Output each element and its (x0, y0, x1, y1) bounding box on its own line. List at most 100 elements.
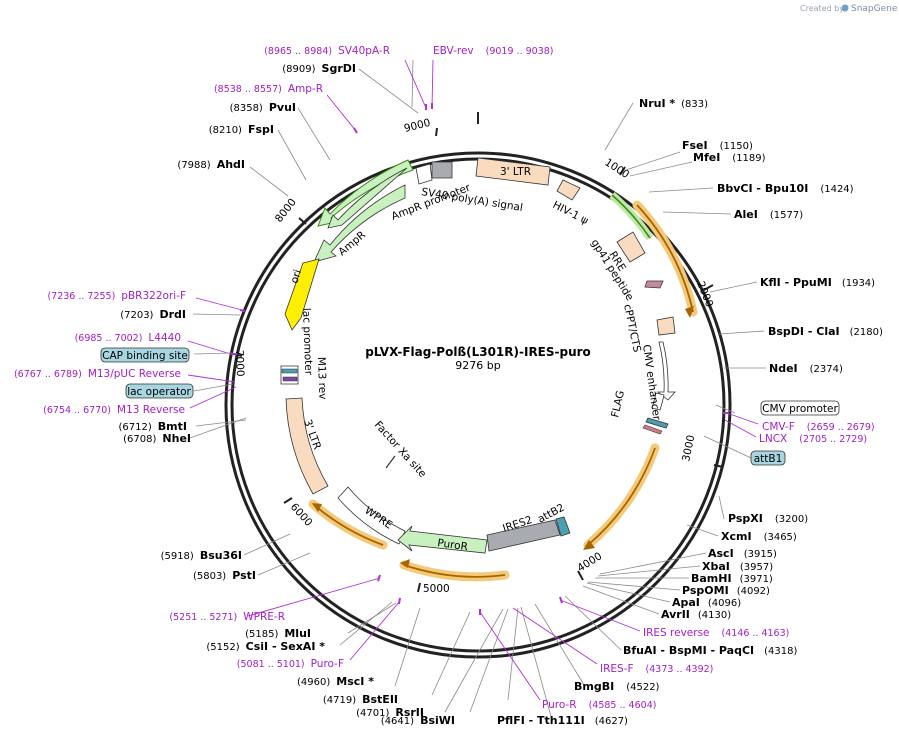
enzyme-labels: NruI *(833) FseI(1150) MfeI(1189) BbvCI … (497, 97, 883, 727)
snapgene-logo-icon (841, 4, 849, 12)
label-lac-promoter: lac promoter (300, 308, 314, 376)
label-m13-rev: M13 rev (315, 357, 328, 400)
svg-text:MfeI(1189): MfeI(1189) (693, 151, 766, 164)
plasmid-length: 9276 bp (455, 359, 500, 372)
svg-text:(7203)DrdI: (7203)DrdI (120, 308, 186, 321)
svg-text:(5918)Bsu36I: (5918)Bsu36I (161, 549, 242, 562)
svg-text:NruI *(833): NruI *(833) (639, 97, 708, 110)
svg-text:BamHI(3971): BamHI(3971) (691, 572, 773, 585)
svg-text:(6754 .. 6770)M13 Reverse: (6754 .. 6770)M13 Reverse (43, 404, 185, 416)
boxed-labels: CAP binding site lac operator CMV promot… (100, 347, 840, 466)
svg-text:IRES reverse(4146 .. 4163): IRES reverse(4146 .. 4163) (643, 627, 789, 639)
label-cmv-enhancer: CMV enhancer (640, 344, 663, 422)
tick-label-7000: 7000 (233, 350, 246, 377)
svg-text:EBV-rev(9019 .. 9038): EBV-rev(9019 .. 9038) (433, 45, 554, 57)
svg-text:BfuAI - BspMI - PaqCI(4318): BfuAI - BspMI - PaqCI(4318) (623, 644, 797, 657)
svg-text:KflI - PpuMI(1934): KflI - PpuMI(1934) (760, 276, 875, 289)
svg-text:(6985 .. 7002)L4440: (6985 .. 7002)L4440 (75, 332, 181, 344)
svg-text:(8358)PvuI: (8358)PvuI (230, 101, 296, 114)
svg-text:AleI(1577): AleI(1577) (734, 208, 803, 221)
ires2-block (486, 519, 561, 552)
box-attb1: attB1 (754, 453, 783, 465)
svg-text:NdeI(2374): NdeI(2374) (769, 362, 843, 375)
attb1-block (645, 417, 669, 429)
svg-text:PspXI(3200): PspXI(3200) (728, 512, 808, 525)
svg-text:(6708)NheI: (6708)NheI (123, 432, 191, 445)
svg-text:XbaI(3957): XbaI(3957) (702, 560, 773, 573)
svg-text:(5803)PstI: (5803)PstI (193, 569, 256, 582)
svg-text:(4641)BsiWI: (4641)BsiWI (381, 714, 455, 727)
svg-text:(5081 .. 5101)Puro-F: (5081 .. 5101)Puro-F (237, 658, 344, 670)
credit-snapgene: SnapGene (851, 4, 898, 14)
inner-features (280, 157, 676, 554)
svg-text:Puro-R(4585 .. 4604): Puro-R(4585 .. 4604) (542, 699, 656, 711)
svg-text:(5152)CsiI - SexAI *: (5152)CsiI - SexAI * (206, 640, 325, 653)
svg-text:PspOMI(4092): PspOMI(4092) (682, 584, 770, 597)
gp41-block (644, 280, 664, 289)
box-cap-binding: CAP binding site (102, 350, 188, 362)
svg-text:AscI(3915): AscI(3915) (708, 547, 777, 560)
hiv-psi-block (556, 179, 581, 201)
svg-text:BmgBI(4522): BmgBI(4522) (574, 680, 660, 693)
svg-text:ApaI(4096): ApaI(4096) (672, 596, 741, 609)
credit-created-by: Created by (800, 4, 844, 13)
ori-arrow (284, 258, 320, 331)
ltr3-top-block (475, 157, 551, 186)
svg-text:LNCX(2705 .. 2729): LNCX(2705 .. 2729) (759, 433, 867, 445)
ampr-arrow (313, 184, 406, 263)
attb2-block (555, 516, 571, 537)
label-ori: ori (288, 268, 304, 285)
tick-label-9000: 9000 (403, 117, 432, 135)
rre-block (616, 231, 646, 263)
box-lac-operator: lac operator (127, 386, 191, 398)
outer-feature-arcs (308, 191, 698, 582)
svg-text:FseI(1150): FseI(1150) (682, 139, 753, 152)
label-ltr3-top: 3' LTR (500, 166, 531, 178)
svg-text:(7988)AhdI: (7988)AhdI (177, 158, 245, 171)
puror-arrow (397, 525, 488, 554)
label-factor-xa: Factor Xa site (372, 419, 429, 480)
primer-site-marks (232, 103, 729, 615)
tick-label-1000: 1000 (602, 156, 631, 181)
label-flag: FLAG (609, 389, 627, 418)
svg-text:(8965 .. 8984)SV40pA-R: (8965 .. 8984)SV40pA-R (264, 45, 390, 57)
ltr3-left-block (285, 397, 329, 495)
svg-text:BspDI - ClaI(2180): BspDI - ClaI(2180) (768, 325, 883, 338)
label-cppt: cPPT/CTS (621, 303, 643, 354)
tick-label-8000: 8000 (273, 196, 299, 224)
backbone-outer (224, 151, 732, 659)
enzyme-leader-lines (189, 59, 766, 721)
box-cmv-promoter: CMV promoter (762, 403, 838, 415)
tick-label-5000: 5000 (423, 583, 450, 595)
svg-text:AvrII(4130): AvrII(4130) (661, 608, 731, 621)
primer-labels: (8965 .. 8984)SV40pA-R EBV-rev(9019 .. 9… (14, 45, 875, 711)
enzyme-name: NruI * (639, 97, 675, 110)
svg-text:BbvCI - Bpu10I(1424): BbvCI - Bpu10I(1424) (717, 182, 854, 195)
svg-text:CMV-F(2659 .. 2679): CMV-F(2659 .. 2679) (762, 421, 875, 433)
svg-text:(8909)SgrDI: (8909)SgrDI (282, 62, 356, 75)
cmv-enhancer-arrow (656, 341, 676, 401)
svg-text:(5185)MluI: (5185)MluI (245, 627, 311, 640)
svg-text:(8210)FspI: (8210)FspI (209, 123, 274, 136)
label-puror: PuroR (437, 537, 469, 553)
svg-text:(6767 .. 6789)M13/pUC Reverse: (6767 .. 6789)M13/pUC Reverse (14, 368, 181, 380)
ampr-promoter-arrow (327, 167, 408, 229)
svg-text:(7236 .. 7255)pBR322ori-F: (7236 .. 7255)pBR322ori-F (47, 290, 186, 302)
sv40-polya-block (431, 161, 453, 179)
wpre-block (337, 486, 406, 545)
lac-promoter-block (280, 365, 299, 385)
svg-text:(4701)RsrII: (4701)RsrII (356, 706, 424, 719)
plasmid-name: pLVX-Flag-Polß(L301R)-IRES-puro (365, 345, 591, 359)
svg-text:(8538 .. 8557)Amp-R: (8538 .. 8557)Amp-R (214, 83, 323, 95)
svg-text:(4719)BstEII: (4719)BstEII (323, 693, 398, 706)
svg-text:(6712)BmtI: (6712)BmtI (119, 420, 187, 433)
svg-text:XcmI(3465): XcmI(3465) (721, 530, 797, 543)
svg-text:(4960)MscI *: (4960)MscI * (297, 675, 374, 688)
label-hiv-psi: HIV-1 ψ (551, 199, 591, 227)
primer-leader-lines (187, 59, 759, 701)
tick-label-3000: 3000 (680, 434, 697, 463)
svg-text:(5251 .. 5271)WPRE-R: (5251 .. 5271)WPRE-R (169, 611, 285, 623)
svg-text:PflFI - Tth111I(4627): PflFI - Tth111I(4627) (497, 714, 628, 727)
